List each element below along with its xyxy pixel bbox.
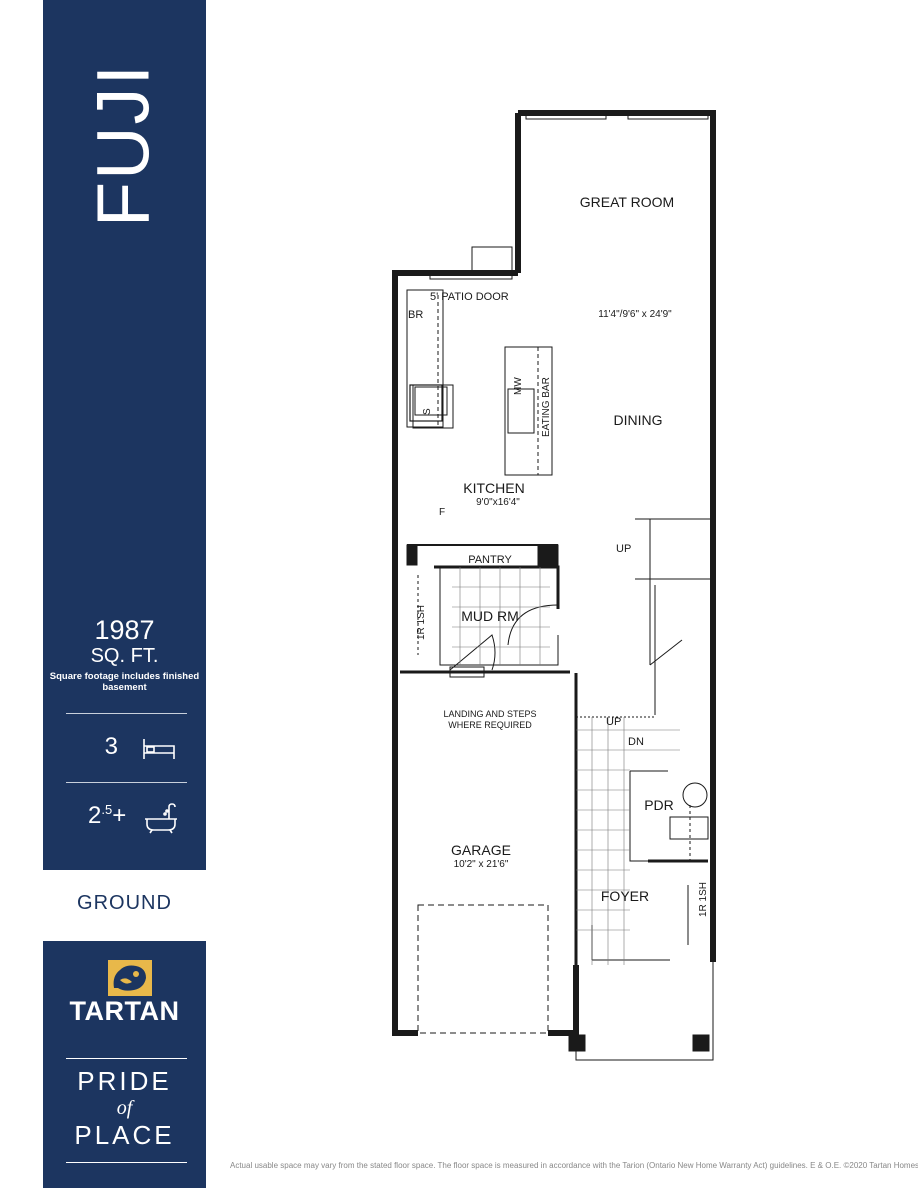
label-kitchen: KITCHEN bbox=[463, 480, 524, 496]
label-f: F bbox=[439, 507, 445, 518]
label-eating-bar: EATING BAR bbox=[541, 377, 552, 437]
sqft-unit: SQ. FT. bbox=[90, 645, 159, 667]
label-garage-dims: 10'2" x 21'6" bbox=[454, 859, 509, 870]
divider bbox=[66, 1162, 187, 1163]
sidebar-panel bbox=[43, 0, 206, 870]
bed-icon bbox=[141, 737, 177, 768]
bathtub-icon bbox=[143, 802, 179, 841]
label-dining: DINING bbox=[614, 412, 663, 428]
label-br: BR bbox=[408, 309, 423, 321]
brand-tagline: PRIDE of PLACE bbox=[74, 1066, 175, 1150]
label-garage: GARAGE bbox=[451, 842, 511, 858]
label-great-room: GREAT ROOM bbox=[580, 194, 674, 210]
label-mud-rm: MUD RM bbox=[461, 608, 519, 624]
label-foyer: FOYER bbox=[601, 888, 649, 904]
label-great-room-dims: 11'4"/9'6" x 24'9" bbox=[598, 309, 672, 320]
model-name: FUJI bbox=[81, 62, 165, 228]
floor-label: GROUND bbox=[77, 892, 172, 914]
square-footage: 1987 SQ. FT. Square footage includes fin… bbox=[43, 615, 206, 693]
label-s: S bbox=[422, 408, 433, 415]
tartan-lion-logo-icon bbox=[106, 958, 154, 1003]
brand-name: TARTAN bbox=[69, 996, 180, 1026]
label-pantry: PANTRY bbox=[468, 554, 512, 566]
label-mw: MW bbox=[513, 377, 524, 395]
divider bbox=[66, 782, 187, 783]
bathroom-value: 2.5+ bbox=[88, 802, 127, 829]
label-kitchen-dims: 9'0"x16'4" bbox=[476, 497, 520, 508]
disclaimer: Actual usable space may vary from the st… bbox=[230, 1161, 918, 1170]
sqft-value: 1987 bbox=[94, 615, 155, 645]
label-dn-foyer: DN bbox=[628, 736, 644, 748]
label-shelf-foyer: 1R 1SH bbox=[698, 882, 709, 917]
label-pdr: PDR bbox=[644, 797, 674, 813]
bedroom-value: 3 bbox=[104, 733, 118, 760]
label-landing-1: LANDING AND STEPS bbox=[443, 709, 536, 719]
sqft-note: Square footage includes finished basemen… bbox=[49, 671, 200, 693]
label-patio-door: 5' PATIO DOOR bbox=[430, 291, 509, 303]
label-up-foyer: UP bbox=[606, 716, 621, 728]
label-landing-2: WHERE REQUIRED bbox=[448, 720, 532, 730]
label-shelf-mud: 1R 1SH bbox=[416, 605, 427, 640]
divider bbox=[66, 1058, 187, 1059]
label-up-stair: UP bbox=[616, 543, 631, 555]
divider bbox=[66, 713, 187, 714]
floor-plan: GREAT ROOM 5' PATIO DOOR 11'4"/9'6" x 24… bbox=[392, 110, 716, 1061]
